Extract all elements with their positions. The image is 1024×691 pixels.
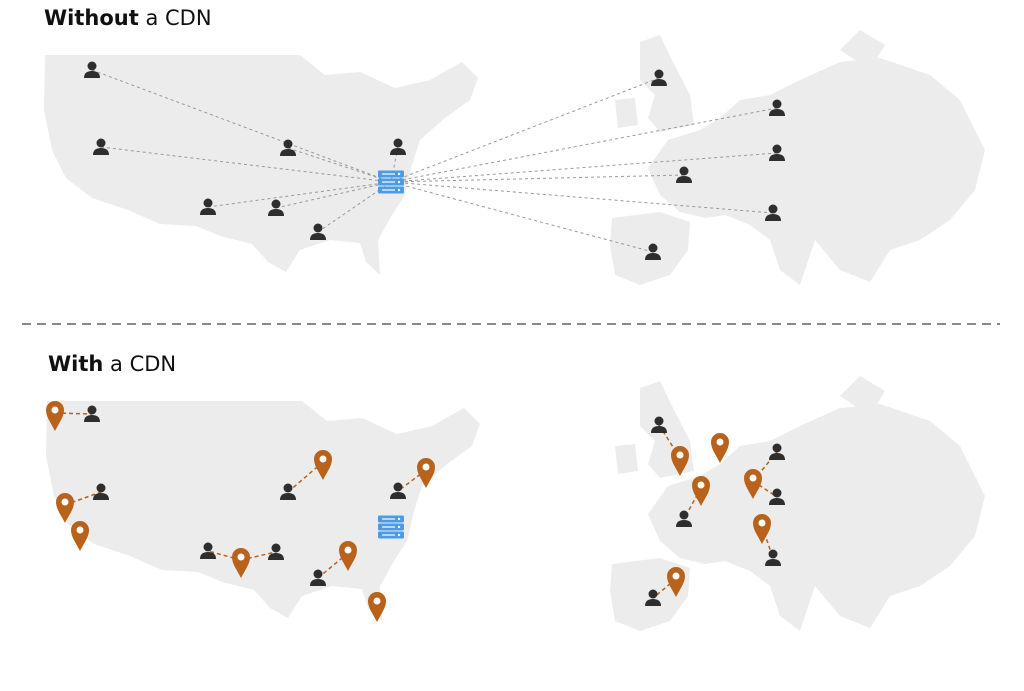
server-icon [378,515,404,539]
title-bold: With [48,352,104,376]
edge-connection-line [54,412,93,415]
user-icon [676,166,692,183]
user-icon [645,589,661,606]
edge-connection-line [64,491,102,506]
top-section [44,30,985,285]
location-pin-icon [711,433,729,463]
location-pin-icon [744,469,762,499]
user-icon [84,405,100,422]
europe-map [610,376,985,631]
user-icon [769,488,785,505]
user-icon [390,482,406,499]
location-pin-icon [417,458,435,488]
usa-map [46,401,480,621]
user-icon [651,69,667,86]
user-icon [769,144,785,161]
connection-line [275,181,392,209]
connection-line [91,69,392,183]
location-pin-icon [46,401,64,431]
location-pin-icon [753,514,771,544]
connection-line [287,147,392,183]
title-rest: a CDN [138,6,212,30]
without-cdn-title: Without a CDN [44,6,212,30]
location-pin-icon [339,541,357,571]
connection-line [390,181,774,214]
user-icon [310,223,326,240]
user-icon [765,549,781,566]
title-bold: Without [44,6,139,30]
usa-map [44,55,478,275]
user-icon [268,199,284,216]
user-icon [200,542,216,559]
user-icon [268,543,284,560]
user-icon [769,99,785,116]
user-icon [310,569,326,586]
europe-map [610,30,985,285]
connection-line [390,174,685,183]
user-icon [651,416,667,433]
location-pin-icon [667,567,685,597]
user-icon [200,198,216,215]
user-icon [93,483,109,500]
location-pin-icon [232,548,250,578]
server-icon [378,170,404,194]
connection-line [207,181,392,208]
connection-line [100,146,392,183]
user-icon [765,204,781,221]
user-icon [93,138,109,155]
location-pin-icon [314,450,332,480]
user-icon [645,243,661,260]
location-pin-icon [71,521,89,551]
location-pin-icon [671,446,689,476]
location-pin-icon [56,493,74,523]
user-icon [769,443,785,460]
location-pin-icon [368,592,386,622]
edge-connection-line [240,551,277,561]
user-icon [84,61,100,78]
bottom-section [46,376,985,631]
edge-connection-line [397,469,427,492]
title-rest: a CDN [103,352,177,376]
edge-connection-line [207,550,242,561]
user-icon [280,483,296,500]
user-icon [280,139,296,156]
user-icon [676,510,692,527]
user-icon [390,138,406,155]
connection-line [390,152,778,183]
location-pin-icon [692,476,710,506]
with-cdn-title: With a CDN [48,352,176,376]
